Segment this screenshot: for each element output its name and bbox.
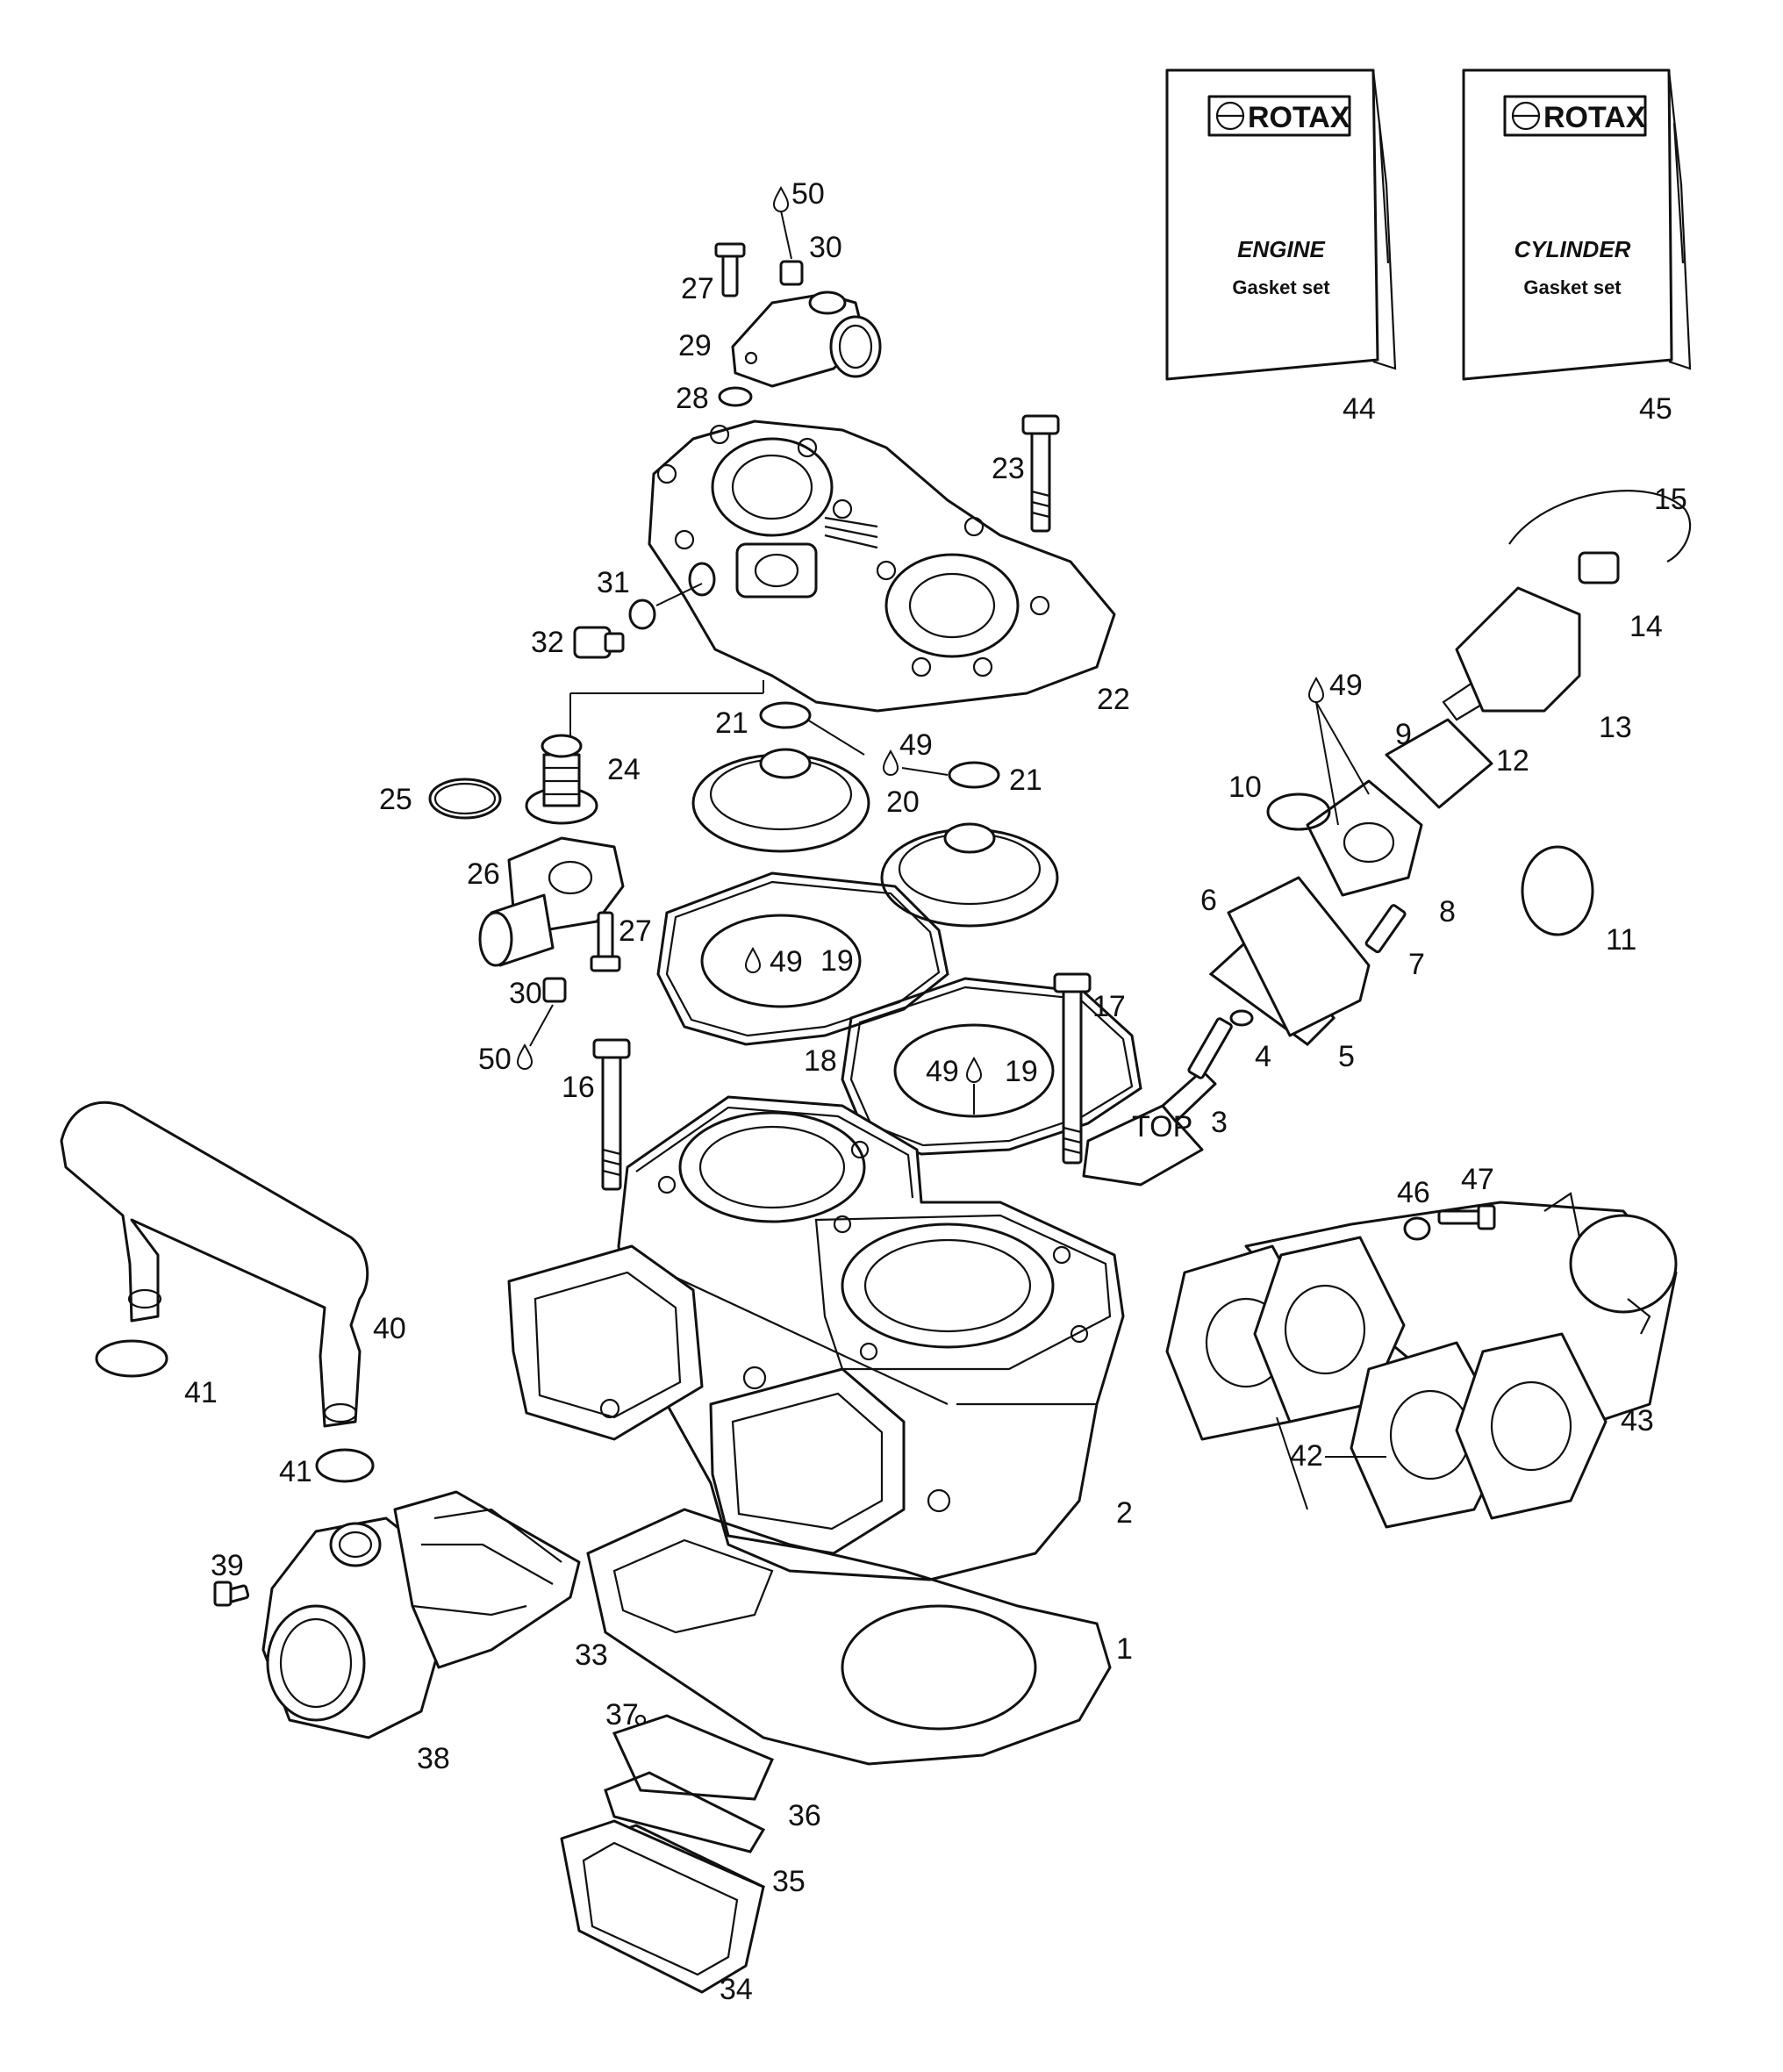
callout-7: 7 xyxy=(1408,948,1425,981)
engine-booklet-subtitle: Gasket set xyxy=(1232,276,1330,298)
callout-50b: 50 xyxy=(478,1043,512,1076)
callout-30a: 30 xyxy=(809,231,842,264)
callout-21a: 21 xyxy=(715,706,748,740)
lubricant-drop-icon xyxy=(966,1058,982,1083)
lubricant-drop-icon xyxy=(773,187,789,212)
cylinder-booklet-brand: ROTAX xyxy=(1543,101,1646,134)
callout-2: 2 xyxy=(1116,1496,1133,1530)
callout-46: 46 xyxy=(1397,1176,1430,1209)
cylinder-booklet-title: CYLINDER xyxy=(1514,236,1631,262)
rave-valve-assembly: TOP xyxy=(1082,490,1692,1187)
lubricant-drop-icon xyxy=(1308,678,1324,703)
exhaust-manifold xyxy=(1165,1192,1678,1529)
callout-26: 26 xyxy=(467,857,500,891)
callout-4: 4 xyxy=(1255,1040,1271,1073)
engine-booklet-brand: ROTAX xyxy=(1248,101,1350,134)
cylinder-gasket-set-booklet: ROTAX CYLINDER Gasket set 45 xyxy=(1462,68,1692,426)
callout-49c: 49 xyxy=(770,945,803,979)
callout-13: 13 xyxy=(1599,711,1632,744)
callout-15: 15 xyxy=(1654,483,1687,516)
callout-18: 18 xyxy=(804,1044,837,1078)
callout-45: 45 xyxy=(1639,392,1672,426)
callout-14: 14 xyxy=(1629,610,1663,643)
callout-41a: 41 xyxy=(184,1376,218,1409)
callout-12: 12 xyxy=(1496,744,1529,778)
engine-gasket-set-booklet: ROTAX ENGINE Gasket set 44 xyxy=(1165,68,1397,426)
callout-10: 10 xyxy=(1228,771,1262,804)
callout-labels: 1 2 3 4 5 6 7 8 9 10 11 12 13 14 15 16 1… xyxy=(184,177,1687,2006)
callout-29: 29 xyxy=(678,329,712,362)
callout-43: 43 xyxy=(1621,1404,1654,1437)
plug-and-washer xyxy=(573,583,703,659)
callout-50a: 50 xyxy=(791,177,825,211)
lubricant-drop-icon xyxy=(517,1044,533,1070)
callout-24: 24 xyxy=(607,753,641,786)
cylinder-head xyxy=(648,419,1116,713)
callout-9: 9 xyxy=(1395,718,1412,751)
callout-40: 40 xyxy=(373,1312,406,1345)
callout-41b: 41 xyxy=(279,1455,312,1488)
intake-assembly xyxy=(213,1490,774,1994)
callout-16: 16 xyxy=(562,1071,595,1104)
lubricant-drop-icon xyxy=(883,750,899,776)
engine-booklet-title: ENGINE xyxy=(1237,236,1325,262)
head-bolt-23 xyxy=(1021,414,1060,533)
callout-19b: 19 xyxy=(1005,1055,1038,1088)
callout-17: 17 xyxy=(1092,990,1126,1023)
water-outlet-assembly xyxy=(714,187,882,407)
callout-36: 36 xyxy=(788,1799,821,1832)
callout-44: 44 xyxy=(1343,392,1376,426)
combustion-inserts xyxy=(691,701,1059,928)
callout-5: 5 xyxy=(1338,1040,1355,1073)
callout-3: 3 xyxy=(1211,1106,1228,1139)
callout-49d: 49 xyxy=(926,1055,959,1088)
callout-38: 38 xyxy=(417,1742,450,1775)
callout-27b: 27 xyxy=(619,914,652,948)
callout-49b: 49 xyxy=(899,728,933,762)
callout-34: 34 xyxy=(720,1973,753,2006)
callout-21b: 21 xyxy=(1009,764,1042,797)
callout-19a: 19 xyxy=(820,944,854,978)
callout-23: 23 xyxy=(992,452,1025,485)
cylinder-base-gasket xyxy=(586,1508,1112,1766)
top-stamp: TOP xyxy=(1132,1110,1192,1144)
callout-28: 28 xyxy=(676,382,709,415)
callout-37: 37 xyxy=(605,1698,639,1731)
callout-6: 6 xyxy=(1200,884,1217,917)
rotax-logo-icon xyxy=(1511,101,1541,131)
rotax-logo-icon xyxy=(1215,101,1245,131)
callout-11: 11 xyxy=(1606,923,1636,957)
svg-text:TOP: TOP xyxy=(1132,1110,1192,1144)
callout-39: 39 xyxy=(211,1549,244,1582)
water-pipe xyxy=(60,1101,375,1483)
cylinder-bolts xyxy=(592,972,1092,1191)
callout-32: 32 xyxy=(531,626,564,659)
callout-25: 25 xyxy=(379,783,412,816)
callout-20: 20 xyxy=(886,785,920,819)
callout-35: 35 xyxy=(772,1865,806,1898)
thermostat-assembly xyxy=(428,680,764,1070)
callout-49a: 49 xyxy=(1329,669,1363,702)
callout-42: 42 xyxy=(1290,1439,1323,1473)
callout-8: 8 xyxy=(1439,895,1456,928)
callout-31: 31 xyxy=(597,566,630,599)
cylinder-booklet-subtitle: Gasket set xyxy=(1523,276,1622,298)
callout-27a: 27 xyxy=(681,272,714,305)
cylinder-block xyxy=(507,1095,1125,1581)
lubricant-drop-icon xyxy=(745,948,761,973)
callout-22: 22 xyxy=(1097,683,1130,716)
callout-1: 1 xyxy=(1116,1632,1133,1666)
callout-47: 47 xyxy=(1461,1163,1494,1196)
callout-33: 33 xyxy=(575,1638,608,1672)
callout-30b: 30 xyxy=(509,977,542,1010)
